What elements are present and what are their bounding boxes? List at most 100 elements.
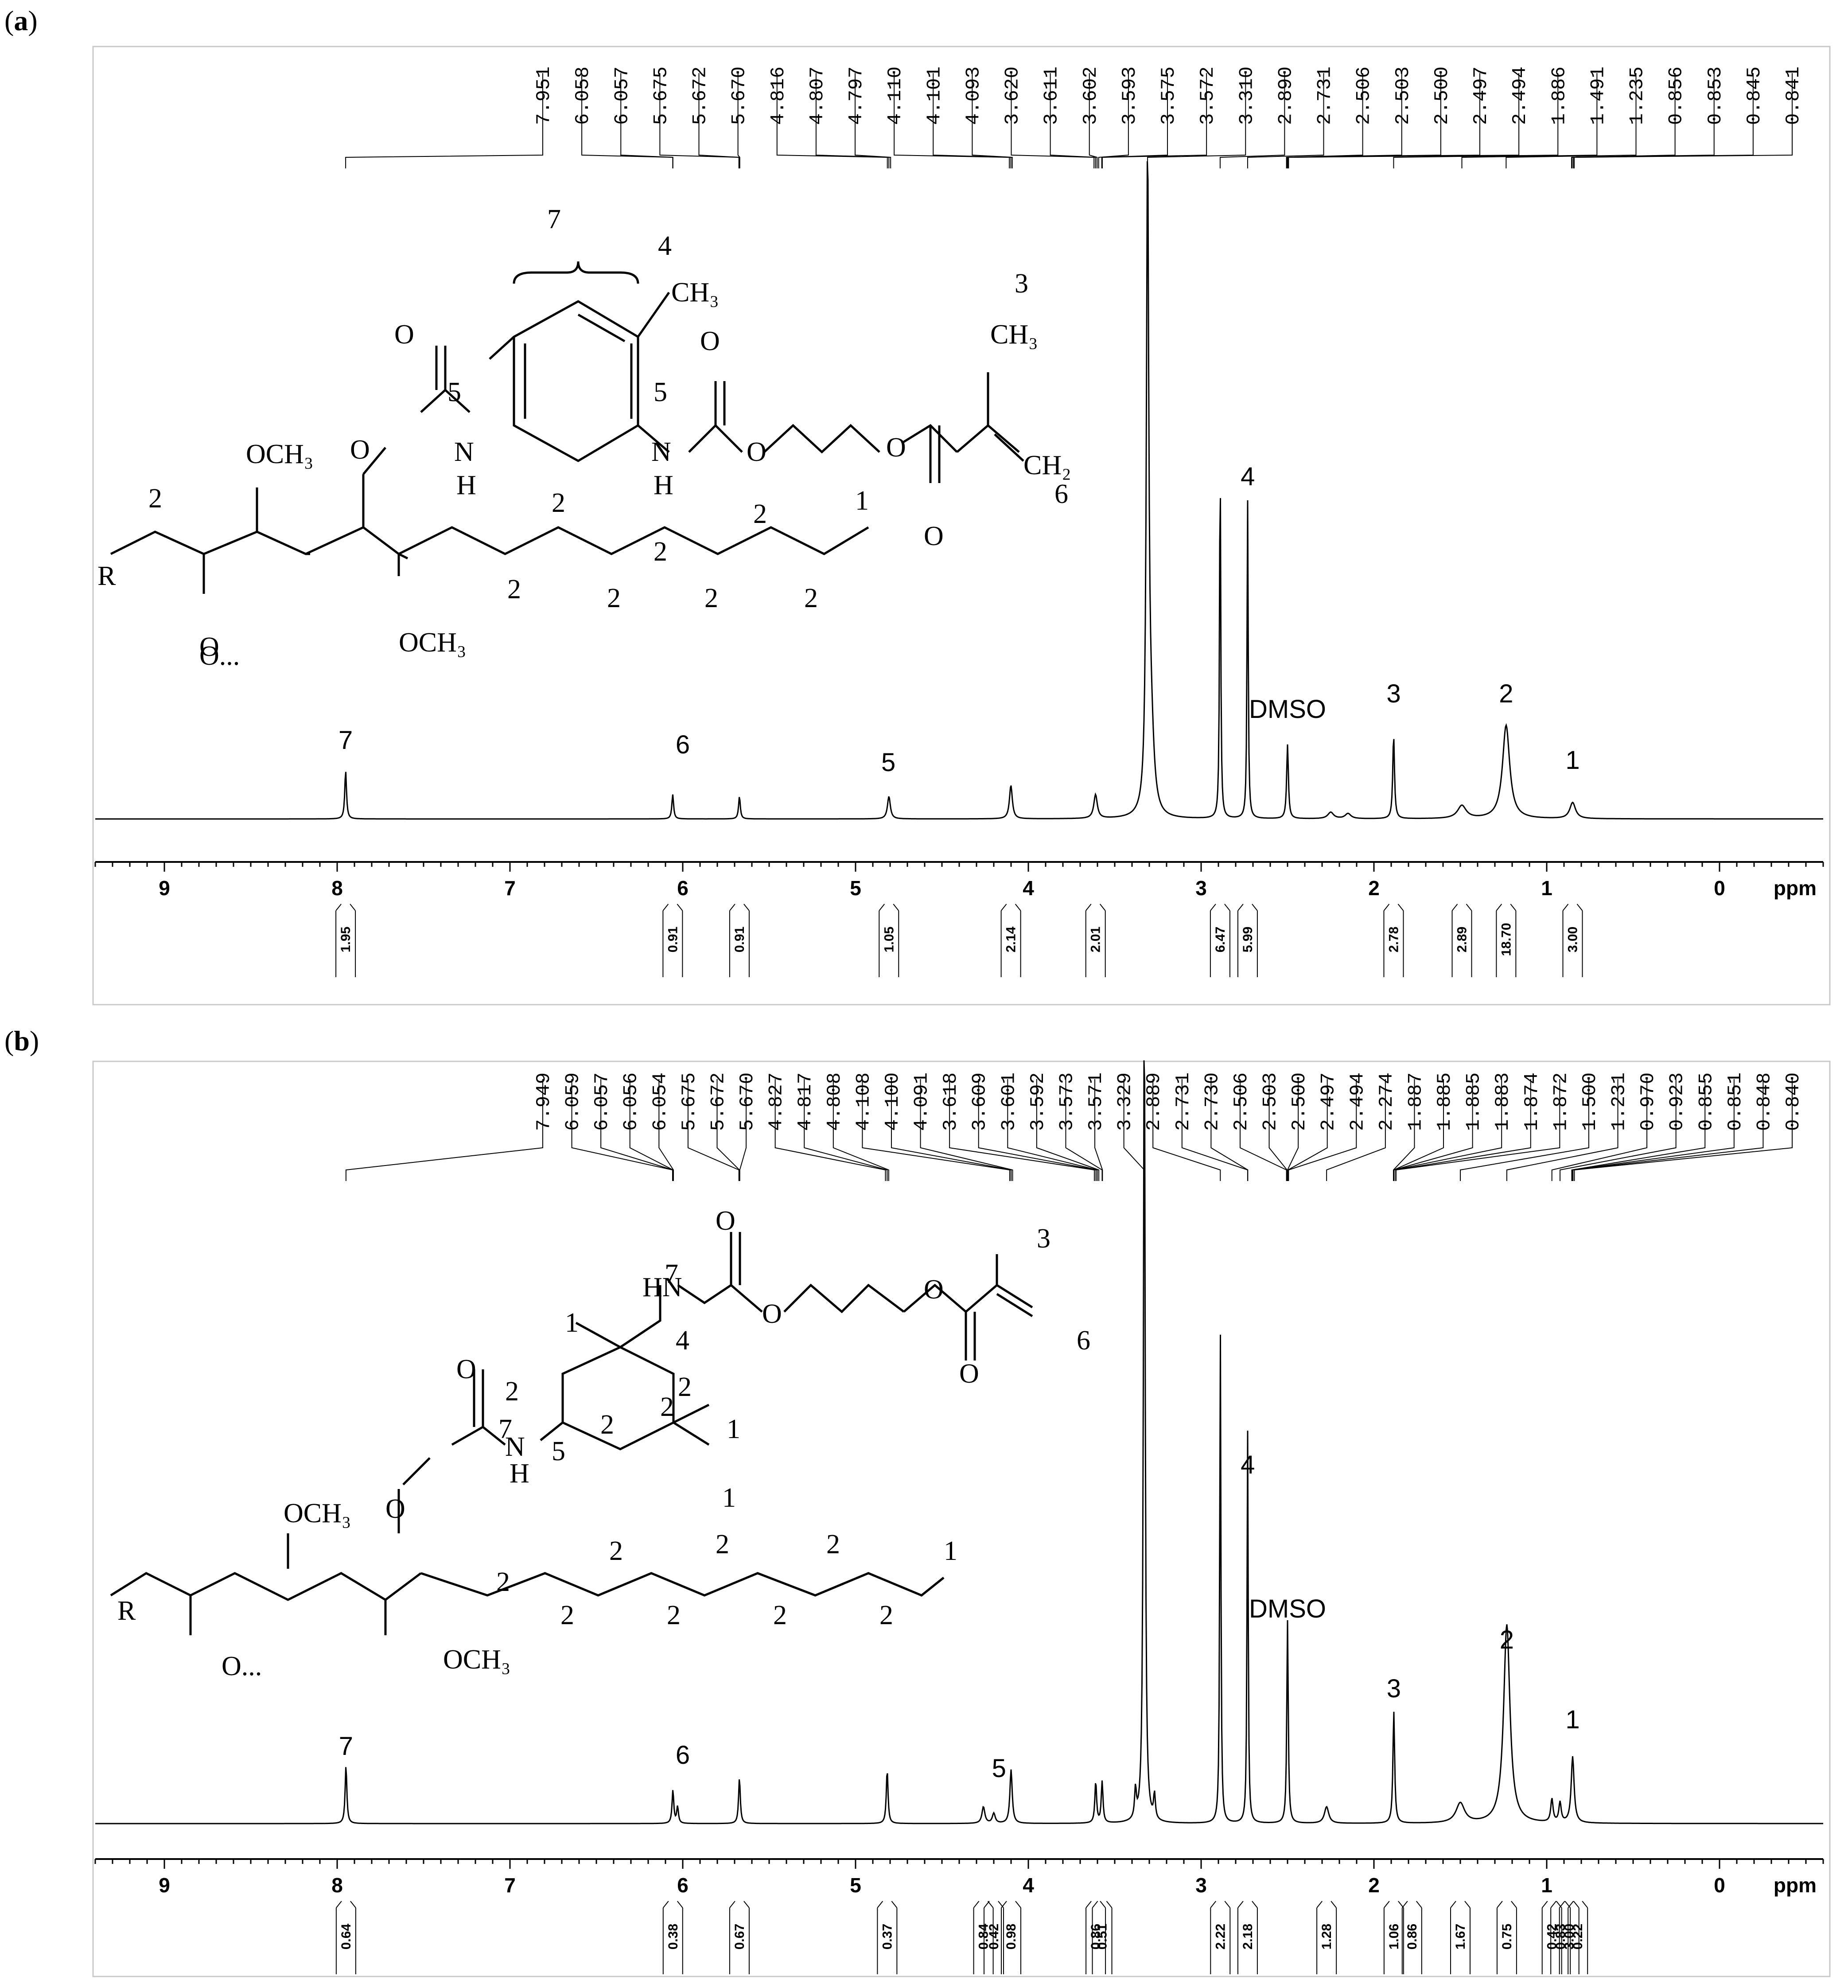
panel-b-integral-value: 1.67: [1453, 1924, 1468, 1949]
panel-a-assignment-label: 4: [1241, 462, 1255, 491]
panel-b-integral-value: 0.42: [1545, 1924, 1560, 1949]
panel-a-integral-bracket: [1383, 904, 1404, 977]
panel-a-peak-connector: [1506, 73, 1637, 168]
panel-a-tick-label: 9: [159, 877, 170, 900]
panel-b-molecule-labels: O 3 7 HN O O O 1 4 6 O 2 2 2 1 7 5 2 N H…: [117, 1206, 1090, 1681]
svg-text:O: O: [385, 1494, 405, 1524]
panel-b-integral-bracket: [1550, 1901, 1571, 1974]
panel-a-peak-label: 4.110: [884, 66, 906, 125]
svg-text:OCH₃: OCH₃: [443, 1645, 511, 1675]
svg-text:2: 2: [753, 499, 767, 529]
panel-b-peak-label: 2.497: [1318, 1072, 1340, 1131]
panel-b-integral-bracket: [973, 1901, 994, 1974]
panel-a-integral-bracket: [662, 904, 683, 977]
panel-b-peak-label: 0.851: [1724, 1072, 1747, 1131]
panel-b-assignment-label: 7: [339, 1732, 353, 1761]
panel-a-peak-connector: [855, 73, 891, 168]
panel-b-peak-connector: [1288, 1079, 1357, 1181]
panel-a-peak-connector: [894, 73, 1010, 168]
panel-b-assignment-label: 5: [992, 1754, 1006, 1783]
panel-b-peak-label: 4.808: [824, 1072, 846, 1131]
panel-b-assignment-label: 4: [1241, 1450, 1255, 1479]
panel-a-integral-value: 0.91: [732, 927, 747, 952]
svg-text:5: 5: [552, 1436, 565, 1466]
panel-b-peak-connector: [1152, 1079, 1221, 1181]
svg-text:H: H: [510, 1458, 529, 1489]
panel-b-peak-connector: [949, 1079, 1095, 1181]
panel-b-peak-connector: [1560, 1079, 1677, 1181]
svg-text:O: O: [959, 1359, 979, 1389]
panel-b-peak-connector: [1574, 1079, 1793, 1181]
panel-a-integral-value: 0.91: [665, 927, 680, 952]
panel-a-peak-label: 6.057: [611, 66, 633, 125]
svg-text:H: H: [654, 470, 673, 500]
panel-a-peak-label: 3.620: [1002, 66, 1024, 125]
panel-b-peak-label: 0.840: [1782, 1072, 1805, 1131]
panel-b-peak-label: 3.601: [998, 1072, 1020, 1131]
panel-b-tick-label: 5: [850, 1874, 861, 1897]
panel-b-integral-value: 0.75: [1500, 1924, 1514, 1949]
svg-text:O...: O...: [199, 641, 240, 671]
panel-a-peak-connector: [933, 73, 1012, 168]
panel-b-integral-bracket: [1210, 1901, 1231, 1974]
panel-b-tick-label: 2: [1368, 1874, 1380, 1897]
panel-b-peak-label: 2.274: [1376, 1072, 1398, 1131]
panel-b-peak-connector: [1036, 1079, 1100, 1181]
panel-b-peak-label: 0.970: [1637, 1072, 1659, 1131]
panel-a-peak-connector: [659, 73, 739, 168]
panel-b-peak-label: 5.670: [736, 1072, 759, 1131]
svg-text:CH₃: CH₃: [990, 320, 1038, 350]
svg-text:2: 2: [552, 488, 565, 518]
panel-b-peak-label: 4.100: [882, 1072, 904, 1131]
panel-b-peak-label: 2.731: [1172, 1072, 1194, 1131]
panel-b-assignment-label: DMSO: [1249, 1594, 1326, 1623]
panel-b-peak-connector: [774, 1079, 886, 1181]
svg-text:R: R: [117, 1596, 136, 1626]
panel-a-peak-connector: [1147, 73, 1246, 168]
panel-b-peak-label: 2.494: [1346, 1072, 1369, 1131]
panel-a-peak-label: 4.101: [923, 66, 945, 125]
panel-b-integral-bracket: [984, 1901, 1004, 1974]
svg-text:1: 1: [565, 1308, 579, 1338]
svg-text:O: O: [700, 326, 720, 356]
svg-text:6: 6: [1054, 479, 1068, 509]
panel-b-integral-value: 0.37: [880, 1924, 895, 1949]
panel-a-integral-bracket: [729, 904, 750, 977]
panel-a-integral-value: 1.05: [882, 927, 896, 952]
panel-b-peak-label: 5.675: [678, 1072, 700, 1131]
panel-a-frame: [92, 46, 1831, 1006]
panel-b-assignment-label: 1: [1565, 1705, 1580, 1734]
panel-a-peak-connector: [1286, 73, 1402, 168]
panel-b-peak-label: 1.231: [1608, 1072, 1630, 1131]
panel-a-peak-label: 4.797: [845, 66, 868, 125]
panel-b-integral-value: 0.86: [1089, 1924, 1103, 1949]
panel-a-integral-value: 1.95: [338, 927, 353, 952]
panel-b-peak-connector: [1007, 1079, 1098, 1181]
panel-a-spectrum-trace: [95, 161, 1823, 820]
panel-b-peak-connector: [1326, 1079, 1386, 1181]
panel-b-assignment-label: 2: [1500, 1625, 1514, 1654]
panel-b-integral-bracket: [1450, 1901, 1471, 1974]
svg-text:2: 2: [148, 483, 162, 514]
panel-a-peak-label: 4.816: [767, 66, 790, 125]
svg-text:CH₂: CH₂: [1023, 450, 1071, 480]
panel-b-integral-value: 0.51: [1095, 1924, 1110, 1949]
panel-b-integral-bracket: [1559, 1901, 1580, 1974]
panel-b-peak-label: 7.949: [533, 1072, 555, 1131]
panel-b-peak-connector: [739, 1079, 747, 1181]
panel-b-peak-label: 1.885: [1463, 1072, 1485, 1131]
panel-a-molecule: [110, 261, 1024, 594]
panel-b-peak-connector: [1571, 1079, 1706, 1181]
svg-text:2: 2: [507, 574, 521, 604]
svg-text:N: N: [505, 1432, 525, 1462]
svg-text:O...: O...: [222, 1651, 262, 1681]
panel-a-tick-label: 3: [1195, 877, 1207, 900]
panel-a-integral-value: 5.99: [1241, 927, 1255, 952]
panel-b-peak-label: 1.872: [1550, 1072, 1572, 1131]
svg-text:2: 2: [600, 1410, 614, 1440]
panel-b-peak-connector: [1287, 1079, 1299, 1181]
panel-a-peak-connector: [1098, 73, 1129, 168]
svg-text:2: 2: [607, 583, 621, 613]
svg-text:2: 2: [667, 1600, 681, 1630]
panel-b-peak-label: 2.500: [1288, 1072, 1311, 1131]
